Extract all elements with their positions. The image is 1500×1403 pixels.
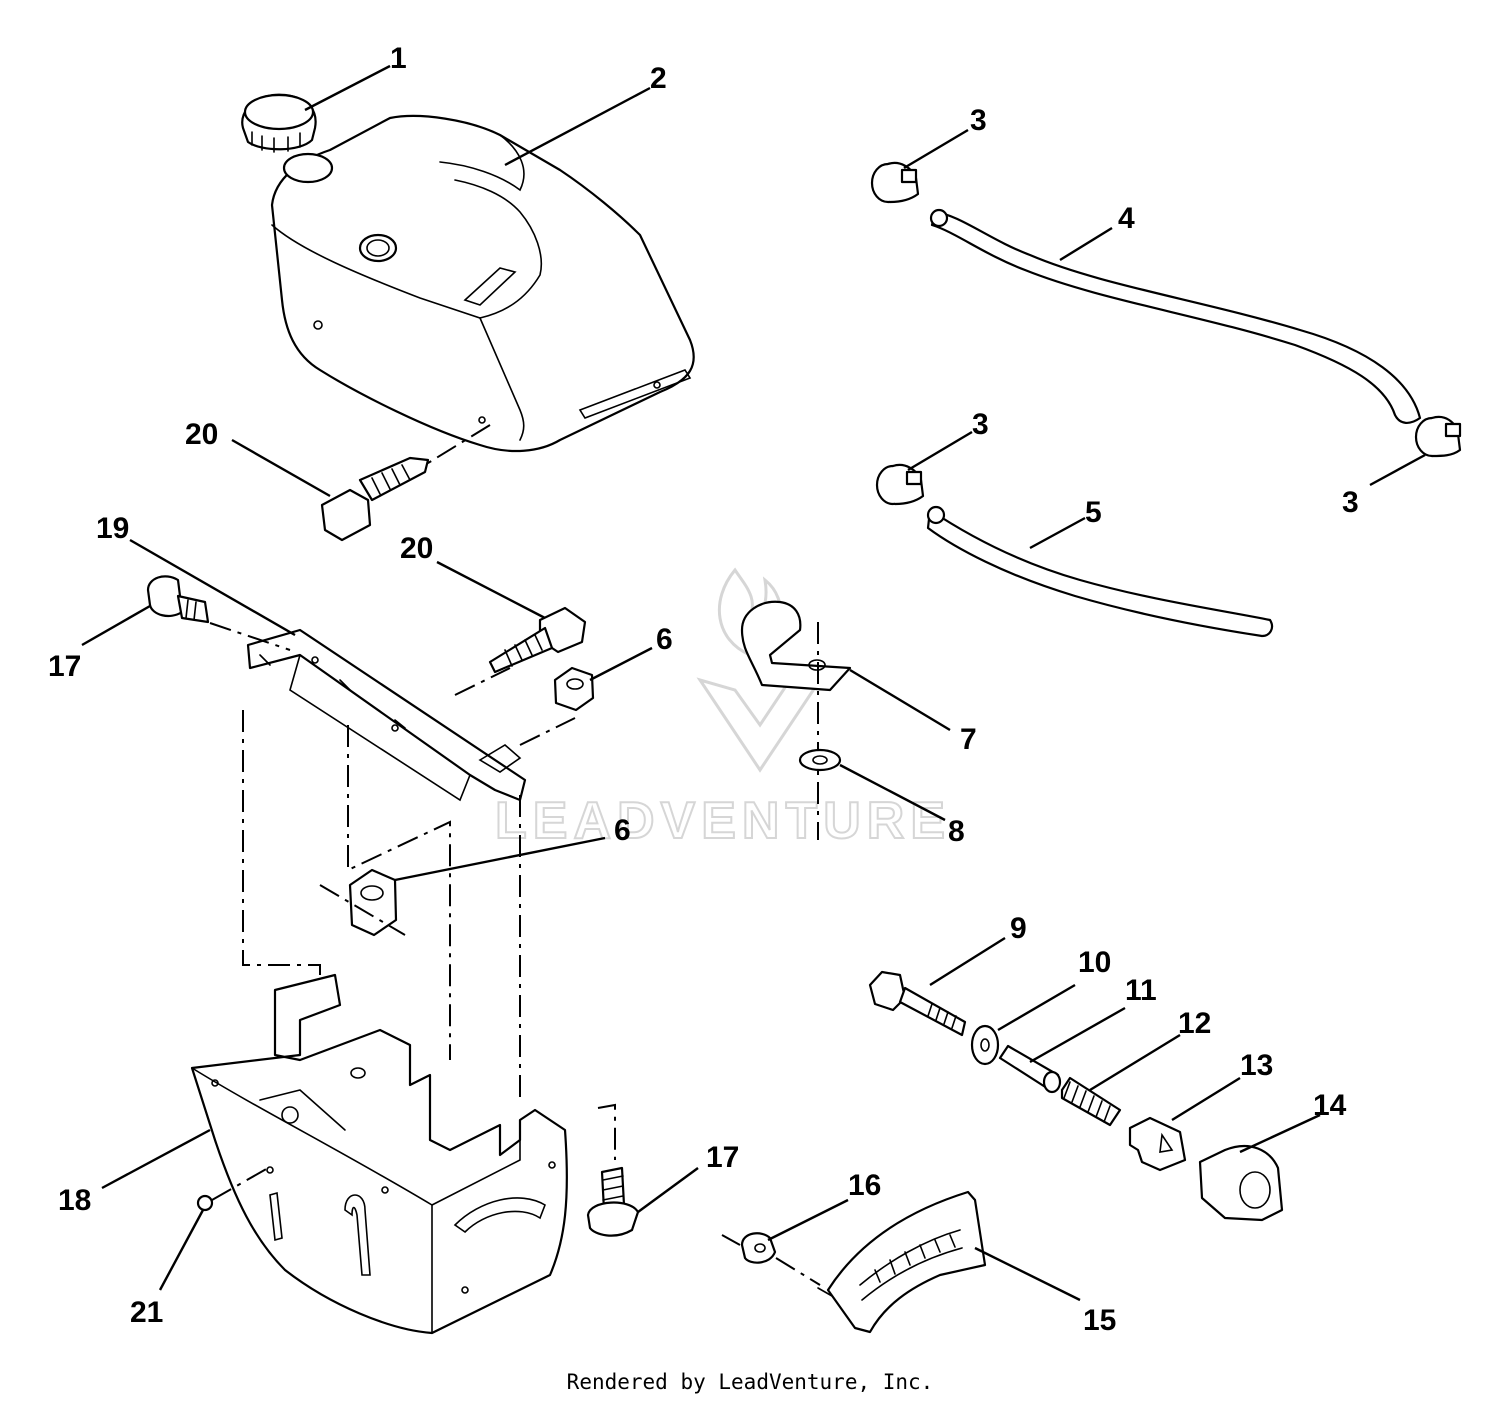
- callout-labels: 1 2 3 3 3 4 5 6 6 7 8 9 10 11 12 13 14 1…: [48, 42, 1359, 1337]
- tank-mount-centerline: [419, 424, 491, 469]
- fuel-hose-short-part: [926, 505, 1274, 638]
- callout-14: 14: [1313, 1089, 1347, 1122]
- tank-screw-upper-part: [320, 456, 430, 542]
- callout-4: 4: [1118, 202, 1135, 235]
- hex-nut-lower-part: [348, 868, 398, 937]
- plug-part: [196, 1194, 214, 1212]
- callout-13: 13: [1240, 1049, 1273, 1082]
- callout-17-upper: 17: [48, 650, 81, 683]
- callout-11: 11: [1125, 974, 1157, 1007]
- bracket-bolt-upper-part: [146, 575, 210, 624]
- bracket-bolt-lower-part: [586, 1166, 640, 1237]
- callout-10: 10: [1078, 946, 1111, 979]
- plug-centerline: [211, 1167, 269, 1201]
- callout-15: 15: [1083, 1304, 1116, 1337]
- callout-3-middle: 3: [972, 408, 989, 441]
- nut-centerline: [721, 1234, 821, 1286]
- watermark: LEADVENTURE: [494, 567, 951, 851]
- shoulder-bolt-part: [868, 970, 967, 1037]
- hose-clamp-upper-left-part: [870, 161, 920, 204]
- hose-clamp-lower-left-part: [875, 463, 925, 506]
- callout-19: 19: [96, 512, 129, 545]
- fuel-cap-part: [241, 93, 317, 153]
- callout-17-lower: 17: [706, 1141, 739, 1174]
- tank-bracket-rail-part: [246, 628, 527, 802]
- callout-20-upper: 20: [185, 418, 218, 451]
- callout-3-upper: 3: [970, 104, 987, 137]
- lower-bolt-centerline: [597, 1103, 616, 1160]
- callout-18: 18: [58, 1184, 91, 1217]
- bracket-screw-part: [488, 606, 587, 674]
- dash-panel-part: [190, 973, 568, 1335]
- callout-21: 21: [130, 1296, 163, 1329]
- bracket-centerline-right: [347, 725, 451, 1060]
- fuel-hose-long-part: [929, 208, 1422, 424]
- screw-centerline: [454, 667, 511, 696]
- callout-16: 16: [848, 1169, 881, 1202]
- callout-20-lower: 20: [400, 532, 433, 565]
- bracket-centerline-nut: [519, 717, 576, 746]
- hose-clip-part: [740, 600, 852, 692]
- hex-nut-upper-part: [553, 666, 595, 712]
- flat-washer-part: [970, 1024, 1000, 1066]
- flange-nut-part: [740, 1232, 777, 1264]
- watermark-text: LEADVENTURE: [495, 792, 951, 850]
- bolt-centerline: [209, 622, 291, 651]
- callout-6-lower: 6: [614, 814, 631, 847]
- bushing-bracket-part: [1198, 1145, 1284, 1222]
- callout-5: 5: [1085, 496, 1102, 529]
- spacer-part: [998, 1044, 1062, 1094]
- callout-7: 7: [960, 723, 977, 756]
- lever-knob-part: [1128, 1116, 1187, 1172]
- washer-part: [798, 748, 842, 772]
- throttle-quadrant-part: [817, 1190, 987, 1334]
- callout-9: 9: [1010, 912, 1027, 945]
- spring-part: [1060, 1076, 1122, 1127]
- callout-6-upper: 6: [656, 623, 673, 656]
- lower-nut-centerline: [319, 884, 406, 936]
- callout-12: 12: [1178, 1007, 1211, 1040]
- callout-1: 1: [390, 42, 407, 75]
- bracket-centerline-left: [242, 710, 321, 1000]
- render-credit: Rendered by LeadVenture, Inc.: [566, 1370, 934, 1394]
- fuel-tank-part: [270, 114, 695, 453]
- callout-3-right: 3: [1342, 486, 1359, 519]
- hose-clamp-right-part: [1414, 415, 1462, 458]
- leader-lines: [81, 64, 1426, 1302]
- callout-8: 8: [948, 815, 965, 848]
- callout-2: 2: [650, 62, 667, 95]
